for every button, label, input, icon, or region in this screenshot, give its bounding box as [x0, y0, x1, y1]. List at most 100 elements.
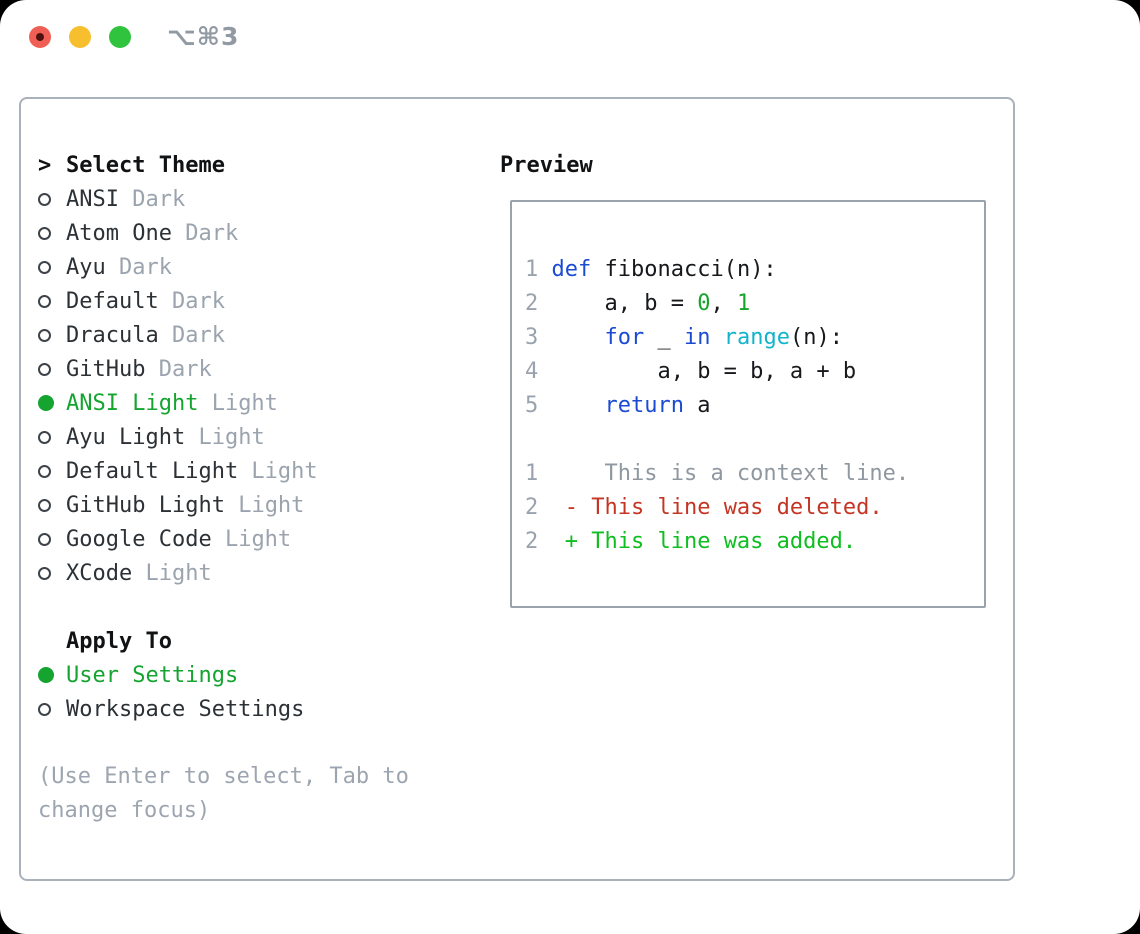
theme-variant-tag: Light [211, 526, 292, 552]
theme-name: ANSI Light [66, 390, 199, 416]
code-token: def [551, 257, 592, 282]
diff-text: + This line was added. [564, 529, 857, 554]
radio-unselected-icon [38, 464, 51, 478]
theme-name: Default [66, 288, 159, 314]
theme-option-xcode[interactable]: XCode Light [38, 556, 318, 590]
theme-variant-tag: Dark [145, 356, 212, 382]
blank-line [525, 423, 984, 457]
diff-line-deleted: 2 - This line was deleted. [525, 491, 984, 525]
theme-variant-tag: Dark [171, 220, 239, 246]
theme-name: Google Code [66, 526, 212, 552]
minimize-button[interactable] [69, 26, 91, 48]
theme-name: XCode [66, 560, 133, 586]
theme-option-google-code[interactable]: Google Code Light [38, 522, 318, 556]
line-number: 1 [525, 257, 552, 282]
code-token: a, b = [551, 291, 698, 316]
theme-option-github-light[interactable]: GitHub Light Light [38, 488, 318, 522]
code-token: a, b = b, a + b [551, 359, 857, 384]
line-number: 1 [525, 461, 605, 486]
window-shortcut-label: ⌥⌘3 [167, 22, 240, 51]
line-number: 2 [525, 495, 565, 520]
theme-variant-tag: Dark [105, 254, 172, 280]
zoom-button[interactable] [109, 26, 131, 48]
theme-option-default[interactable]: Default Dark [38, 284, 318, 318]
diff-sample: 1 This is a context line.2 - This line w… [525, 457, 984, 559]
diff-line-context: 1 This is a context line. [525, 457, 984, 491]
code-line: 2 a, b = 0, 1 [525, 287, 984, 321]
line-number: 3 [525, 325, 552, 350]
code-token: a [683, 393, 711, 418]
theme-variant-tag: Dark [158, 322, 225, 348]
apply-option-user-settings[interactable]: User Settings [38, 658, 318, 692]
code-line: 4 a, b = b, a + b [525, 355, 984, 389]
theme-option-ansi-light[interactable]: ANSI Light Light [38, 386, 318, 420]
theme-option-ayu[interactable]: Ayu Dark [38, 250, 318, 284]
radio-unselected-icon [38, 532, 51, 546]
close-button[interactable] [29, 26, 51, 48]
theme-option-dracula[interactable]: Dracula Dark [38, 318, 318, 352]
theme-option-default-light[interactable]: Default Light Light [38, 454, 318, 488]
theme-option-github[interactable]: GitHub Dark [38, 352, 318, 386]
theme-variant-tag: Dark [118, 186, 186, 212]
theme-name: Ayu [66, 254, 106, 280]
diff-text: - This line was deleted. [564, 495, 883, 520]
code-token: return [604, 393, 684, 418]
theme-name: Ayu Light [66, 424, 186, 450]
radio-unselected-icon [38, 226, 51, 240]
radio-unselected-icon [38, 294, 51, 308]
apply-option-label: User Settings [66, 662, 239, 688]
code-token [710, 325, 723, 350]
code-line: 1 def fibonacci(n): [525, 253, 984, 287]
radio-unselected-icon [38, 260, 51, 274]
apply-to-header: Apply To [66, 628, 172, 654]
code-line: 3 for _ in range(n): [525, 321, 984, 355]
diff-line-added: 2 + This line was added. [525, 525, 984, 559]
line-number: 4 [525, 359, 552, 384]
theme-name: Default Light [66, 458, 239, 484]
code-token: range [723, 325, 790, 350]
prompt-icon: > [38, 152, 52, 178]
spacer-row [38, 590, 318, 624]
line-number: 5 [525, 393, 552, 418]
apply-option-label: Workspace Settings [66, 696, 305, 722]
code-token: 1 [736, 291, 751, 316]
theme-name: GitHub Light [66, 492, 225, 518]
window-controls [29, 26, 131, 48]
radio-unselected-icon [38, 362, 51, 376]
theme-list-header-row: > Select Theme [38, 148, 318, 182]
theme-variant-tag: Light [238, 458, 318, 484]
theme-variant-tag: Light [224, 492, 305, 518]
preview-header: Preview [500, 152, 593, 178]
radio-unselected-icon [38, 430, 51, 444]
line-number: 2 [525, 291, 552, 316]
radio-unselected-icon [38, 498, 51, 512]
theme-option-ayu-light[interactable]: Ayu Light Light [38, 420, 318, 454]
theme-variant-tag: Light [132, 560, 212, 586]
theme-option-atom-one[interactable]: Atom One Dark [38, 216, 318, 250]
main-panel-border [19, 97, 1015, 881]
help-text: (Use Enter to select, Tab to change focu… [38, 764, 409, 823]
code-line: 5 return a [525, 389, 984, 423]
code-token: 0 [697, 291, 711, 316]
radio-selected-icon [38, 667, 54, 683]
apply-to-header-row: Apply To [38, 624, 318, 658]
theme-variant-tag: Dark [158, 288, 225, 314]
code-token [552, 325, 605, 350]
theme-list-header: Select Theme [66, 152, 225, 178]
radio-selected-icon [38, 395, 54, 411]
radio-unselected-icon [38, 192, 51, 206]
blank-line [525, 219, 984, 253]
theme-name: Atom One [66, 220, 172, 246]
radio-unselected-icon [38, 702, 51, 716]
code-token: for [604, 325, 645, 350]
line-number: 2 [525, 529, 565, 554]
apply-option-workspace-settings[interactable]: Workspace Settings [38, 692, 318, 726]
code-token [552, 393, 605, 418]
theme-option-ansi[interactable]: ANSI Dark [38, 182, 318, 216]
